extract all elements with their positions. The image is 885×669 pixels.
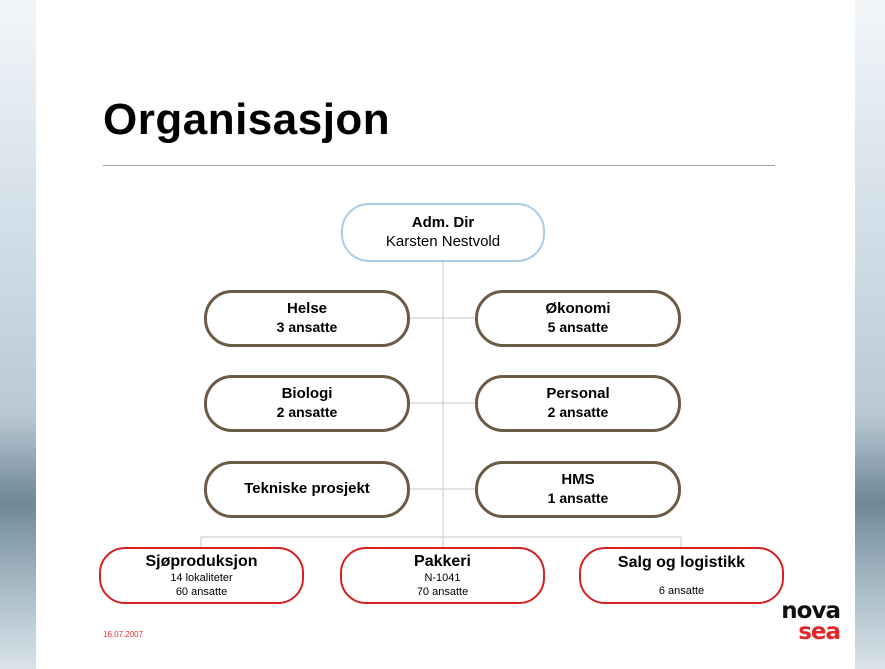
node-tekniske-prosjekt-name: Tekniske prosjekt <box>244 480 370 498</box>
left-background-strip <box>0 0 36 669</box>
node-helse-name: Helse <box>286 300 328 318</box>
slide-title: Organisasjon <box>103 95 391 144</box>
slide-date: 16.07.2007 <box>103 630 144 639</box>
node-okonomi: Økonomi 5 ansatte <box>475 290 681 347</box>
node-adm-dir: Adm. Dir Karsten Nestvold <box>341 203 545 262</box>
node-personal-name: Personal <box>546 385 610 403</box>
node-personal-staff: 2 ansatte <box>547 404 609 421</box>
node-biologi: Biologi 2 ansatte <box>204 375 410 432</box>
node-pakkeri: Pakkeri N-1041 70 ansatte <box>340 547 545 604</box>
node-okonomi-staff: 5 ansatte <box>547 319 609 336</box>
node-sjoproduksjon-staff: 60 ansatte <box>175 585 228 598</box>
logo-word-nova: nova <box>781 598 841 624</box>
node-sjoproduksjon-sites: 14 lokaliteter <box>170 572 233 585</box>
node-adm-dir-name: Adm. Dir <box>411 213 475 231</box>
logo-word-sea: sea <box>798 618 841 645</box>
right-background-strip <box>855 0 885 669</box>
node-salg-og-logistikk: Salg og logistikk 6 ansatte <box>579 547 784 604</box>
node-pakkeri-name: Pakkeri <box>414 553 471 571</box>
node-hms-name: HMS <box>561 471 595 489</box>
node-adm-dir-person: Karsten Nestvold <box>385 232 501 250</box>
node-helse: Helse 3 ansatte <box>204 290 410 347</box>
title-divider <box>103 165 775 166</box>
node-tekniske-prosjekt: Tekniske prosjekt <box>204 461 410 518</box>
node-salg-staff: 6 ansatte <box>658 584 705 597</box>
node-hms: HMS 1 ansatte <box>475 461 681 518</box>
node-salg-name: Salg og logistikk <box>617 553 746 571</box>
node-biologi-staff: 2 ansatte <box>276 404 338 421</box>
node-pakkeri-staff: 70 ansatte <box>416 585 469 598</box>
node-personal: Personal 2 ansatte <box>475 375 681 432</box>
node-okonomi-name: Økonomi <box>545 300 611 318</box>
node-hms-staff: 1 ansatte <box>547 490 609 507</box>
node-helse-staff: 3 ansatte <box>276 319 338 336</box>
nova-sea-logo: nova sea <box>770 598 841 647</box>
node-sjoproduksjon: Sjøproduksjon 14 lokaliteter 60 ansatte <box>99 547 304 604</box>
node-sjoproduksjon-name: Sjøproduksjon <box>145 553 258 571</box>
node-biologi-name: Biologi <box>281 385 333 403</box>
node-pakkeri-code: N-1041 <box>424 572 461 585</box>
